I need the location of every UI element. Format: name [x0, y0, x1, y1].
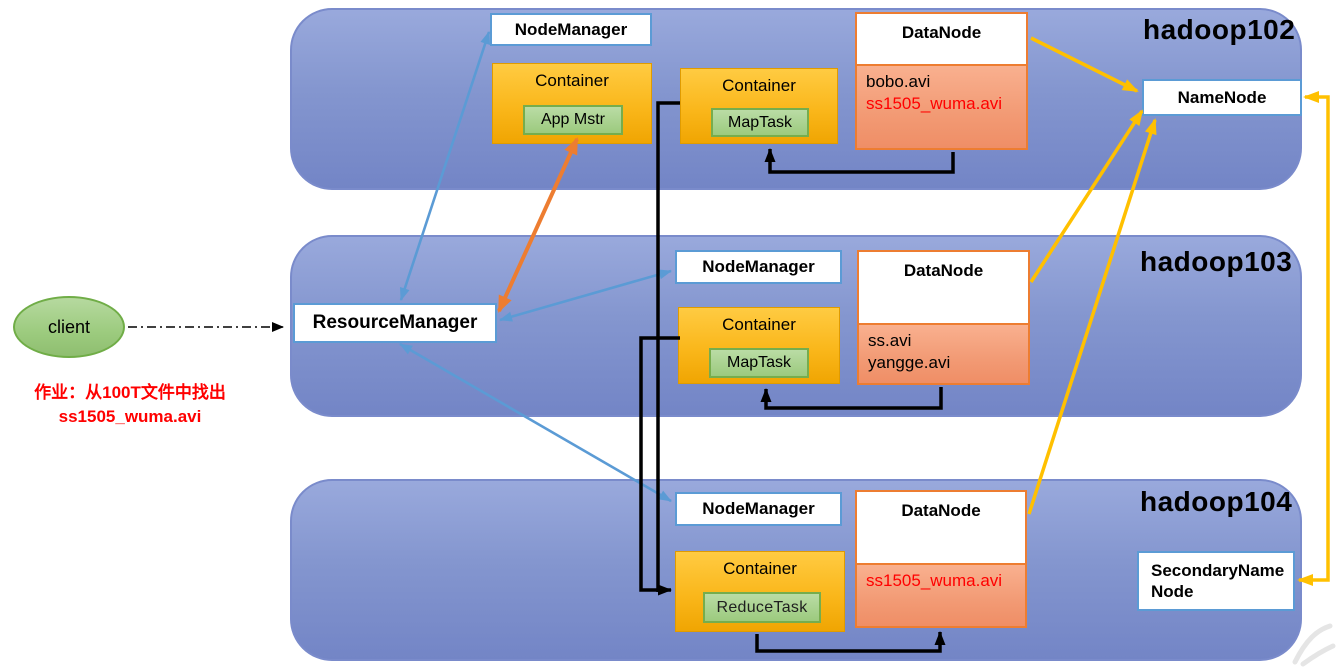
appmstr-task-label: App Mstr — [540, 111, 605, 128]
container-map-box-hadoop102: Container MapTask — [680, 68, 838, 144]
datanode-box-hadoop103: DataNode ss.avi yangge.avi — [857, 250, 1030, 385]
job-note: 作业：从100T文件中找出 ss1505_wuma.avi — [8, 381, 252, 429]
namenode-box: NameNode — [1142, 79, 1302, 116]
client-node: client — [13, 296, 125, 358]
datanode-files-hadoop102: bobo.avi ss1505_wuma.avi — [857, 64, 1026, 148]
container-reduce-title: Container — [723, 559, 797, 578]
datanode-box-hadoop102: DataNode bobo.avi ss1505_wuma.avi — [855, 12, 1028, 150]
host-title-hadoop103: hadoop103 — [1140, 246, 1293, 277]
secondarynamenode-label: SecondaryNameNode — [1151, 560, 1285, 601]
resourcemanager-box: ResourceManager — [293, 303, 497, 343]
datanode-box-hadoop104: DataNode ss1505_wuma.avi — [855, 490, 1027, 628]
reducetask: ReduceTask — [703, 592, 821, 623]
client-label: client — [47, 316, 91, 337]
nodemanager-box-hadoop103: NodeManager — [675, 250, 842, 284]
namenode-label: NameNode — [1177, 87, 1267, 107]
job-note-line1: 作业：从100T文件中找出 — [34, 383, 226, 402]
job-note-line2: ss1505_wuma.avi — [58, 407, 202, 427]
maptask-hadoop102: MapTask — [711, 108, 809, 137]
datanode-file-normal: bobo.avi — [866, 72, 931, 91]
nodemanager-box-hadoop102: NodeManager — [490, 13, 652, 46]
container-appmstr-title: Container — [535, 71, 609, 90]
datanode-files-hadoop103: ss.avi yangge.avi — [859, 323, 1028, 383]
maptask-label-hadoop103: MapTask — [726, 354, 792, 371]
appmstr-task: App Mstr — [523, 105, 623, 135]
secondarynamenode-box: SecondaryNameNode — [1137, 551, 1295, 611]
nodemanager-label-hadoop104: NodeManager — [702, 499, 815, 518]
nodemanager-label-hadoop102: NodeManager — [514, 19, 628, 39]
resourcemanager-label: ResourceManager — [312, 312, 478, 333]
datanode-file2-hadoop103: yangge.avi — [868, 353, 951, 373]
datanode-files-hadoop104: ss1505_wuma.avi — [857, 563, 1025, 626]
datanode-file1-hadoop103: ss.avi — [868, 331, 912, 350]
container-reduce-box: Container ReduceTask — [675, 551, 845, 632]
container-map-title-hadoop103: Container — [722, 315, 796, 334]
container-map-title-hadoop102: Container — [722, 76, 796, 95]
host-title-hadoop104: hadoop104 — [1140, 486, 1293, 517]
host-title-hadoop102: hadoop102 — [1143, 14, 1296, 45]
datanode-file-highlight: ss1505_wuma.avi — [866, 94, 1003, 114]
datanode-title-hadoop102: DataNode — [857, 14, 1026, 64]
maptask-hadoop103: MapTask — [709, 348, 809, 378]
datanode-title-hadoop103: DataNode — [859, 252, 1028, 323]
maptask-label-hadoop102: MapTask — [727, 113, 793, 131]
container-appmstr-box: Container App Mstr — [492, 63, 652, 144]
nodemanager-label-hadoop103: NodeManager — [702, 257, 815, 276]
datanode-title-hadoop104: DataNode — [857, 492, 1025, 563]
container-map-box-hadoop103: Container MapTask — [678, 307, 840, 384]
datanode-file-highlight-hadoop104: ss1505_wuma.avi — [866, 571, 1003, 590]
nodemanager-box-hadoop104: NodeManager — [675, 492, 842, 526]
reducetask-label: ReduceTask — [716, 598, 808, 616]
